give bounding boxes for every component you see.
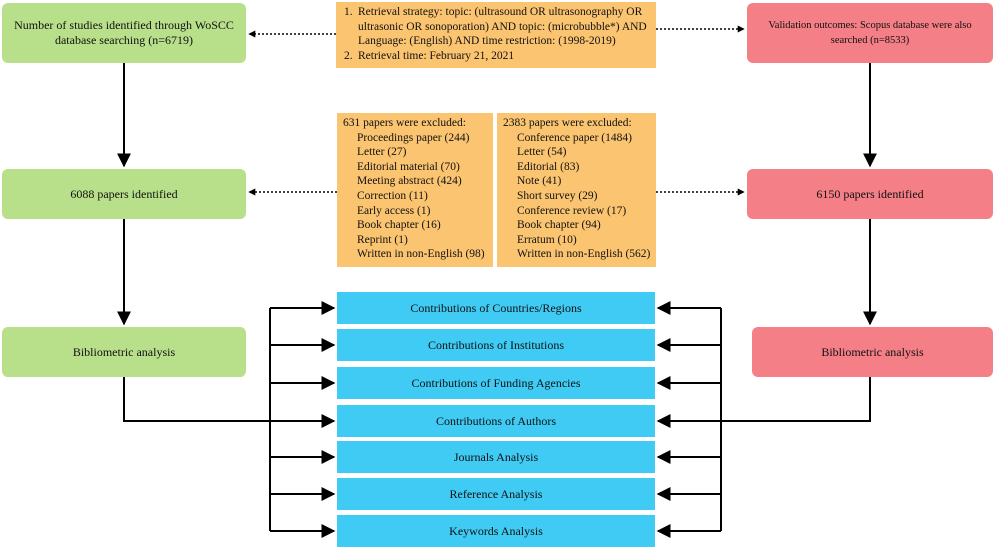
analysis-reference-box: Reference Analysis: [337, 478, 655, 510]
wos-analysis-text: Bibliometric analysis: [72, 344, 176, 359]
list-item: Letter (27): [357, 146, 407, 159]
list-item: Meeting abstract (424): [357, 175, 462, 188]
list-item: Letter (54): [517, 146, 567, 159]
list-item: Erratum (10): [517, 233, 577, 246]
strategy-item: 2. Retrieval time: February 21, 2021: [344, 49, 515, 62]
list-item: Note (41): [517, 175, 562, 188]
scopus-papers-box: 6150 papers identified: [747, 169, 993, 219]
list-item: Correction (11): [357, 189, 428, 202]
list-item: Proceedings paper (244): [357, 131, 470, 144]
list-item: Written in non-English (98): [357, 248, 485, 261]
analysis-countries-box: Contributions of Countries/Regions: [337, 292, 655, 324]
list-item: Conference paper (1484): [517, 131, 632, 144]
strategy-item: 1. Retrieval strategy: topic: (ultrasoun…: [344, 6, 647, 48]
analysis-journals-box: Journals Analysis: [337, 441, 655, 473]
retrieval-strategy-box: 1. Retrieval strategy: topic: (ultrasoun…: [336, 2, 656, 68]
scopus-excluded-list: Conference paper (1484) Letter (54) Edit…: [503, 131, 650, 262]
scopus-excluded-title: 2383 papers were excluded:: [503, 117, 632, 129]
analysis-keywords-box: Keywords Analysis: [337, 515, 655, 547]
wos-excluded-title: 631 papers were excluded:: [343, 117, 466, 129]
wos-papers-text: 6088 papers identified: [70, 186, 178, 201]
wos-identified-text: Number of studies identified through WoS…: [14, 18, 234, 47]
wos-excluded-box: 631 papers were excluded: Proceedings pa…: [337, 113, 493, 267]
analysis-authors-box: Contributions of Authors: [337, 405, 655, 437]
connector-wos-to-bracket: [123, 377, 269, 422]
wos-identified-box: Number of studies identified through WoS…: [2, 3, 246, 63]
list-item: Reprint (1): [357, 233, 408, 246]
scopus-excluded-box: 2383 papers were excluded: Conference pa…: [497, 113, 656, 267]
list-item: Editorial material (70): [357, 160, 460, 173]
list-item: Editorial (83): [517, 160, 580, 173]
scopus-papers-text: 6150 papers identified: [816, 186, 924, 201]
list-item: Book chapter (94): [517, 219, 601, 232]
list-item: Short survey (29): [517, 189, 598, 202]
scopus-analysis-text: Bibliometric analysis: [821, 344, 924, 359]
list-item: Conference review (17): [517, 204, 627, 217]
scopus-validation-text: Validation outcomes: Scopus database wer…: [768, 20, 972, 46]
list-item: Written in non-English (562): [517, 248, 651, 261]
scopus-analysis-box: Bibliometric analysis: [752, 327, 993, 377]
analysis-funding-box: Contributions of Funding Agencies: [337, 367, 655, 399]
scopus-validation-box: Validation outcomes: Scopus database wer…: [747, 3, 993, 63]
list-item: Book chapter (16): [357, 219, 441, 232]
wos-papers-box: 6088 papers identified: [2, 169, 246, 219]
list-item: Early access (1): [357, 204, 431, 217]
wos-analysis-box: Bibliometric analysis: [2, 327, 246, 377]
analysis-institutions-box: Contributions of Institutions: [337, 329, 655, 361]
wos-excluded-list: Proceedings paper (244) Letter (27) Edit…: [343, 131, 487, 262]
connector-scopus-to-bracket: [722, 377, 871, 422]
